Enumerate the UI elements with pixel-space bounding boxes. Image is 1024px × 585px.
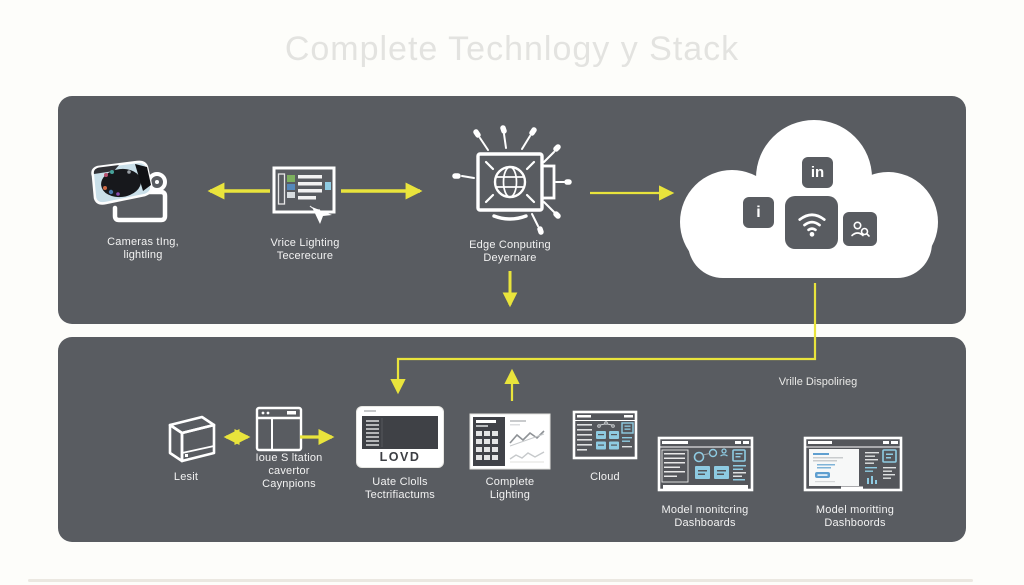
edge-computing-icon bbox=[448, 125, 572, 238]
browser-label: Ioue S ltation cavertor Caynpions bbox=[255, 452, 323, 490]
page-title: Complete Technlogy y Stack bbox=[284, 30, 740, 68]
dashboard-right-icon bbox=[803, 436, 903, 497]
package-box-label: Lesit bbox=[173, 471, 199, 483]
package-box-icon bbox=[158, 408, 220, 466]
dashboard-right-label: Model moritting Dashboords bbox=[815, 504, 895, 529]
video-software-label: Vrice Lighting Tecerecure bbox=[270, 237, 340, 262]
lovd-label: Uate Clolls Tectrifiactums bbox=[364, 476, 436, 501]
lovd-window-tab bbox=[364, 410, 376, 412]
lovd-screen-area bbox=[362, 416, 438, 449]
cloud-screen-icon bbox=[572, 410, 638, 462]
bottom-annotation: Vrille Dispolirieg bbox=[778, 376, 858, 388]
person-search-icon bbox=[843, 212, 877, 246]
dashboard-left-label: Model monitcring Dashboards bbox=[661, 504, 749, 529]
edge-computing-label: Edge Conputing Deyernare bbox=[469, 239, 551, 264]
lovd-screen-icon: LOVD bbox=[357, 407, 443, 467]
bottom-edge-mark bbox=[28, 579, 973, 582]
report-label: Complete Lighting bbox=[485, 476, 535, 501]
cameras-label: Cameras tIng, lightling bbox=[107, 236, 179, 261]
info-icon: i bbox=[743, 197, 774, 228]
wifi-icon bbox=[785, 196, 838, 249]
lovd-screen-text: LOVD bbox=[379, 450, 421, 464]
cloud-screen-label: Cloud bbox=[590, 471, 620, 483]
linkedin-icon: in bbox=[802, 157, 833, 188]
report-icon bbox=[469, 413, 551, 470]
security-camera-icon bbox=[85, 158, 185, 232]
browser-icon bbox=[255, 402, 303, 454]
dashboard-left-icon bbox=[657, 436, 754, 497]
video-software-icon bbox=[272, 166, 338, 224]
